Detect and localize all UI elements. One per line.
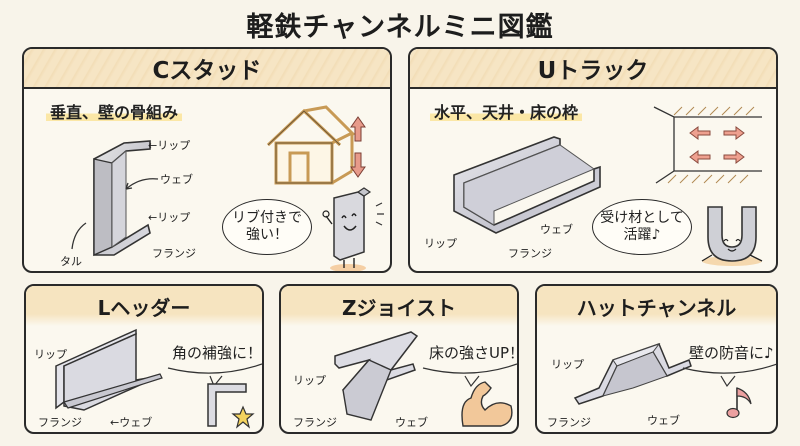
card-z-joist: Zジョイスト リップ フランジ ウェブ 床の強さUP！ xyxy=(279,284,519,434)
speech-bubble: 受け材として 活躍♪ xyxy=(592,199,692,255)
c-stud-mascot-icon xyxy=(322,187,384,271)
l-header-diagram-icon xyxy=(55,328,163,411)
label-lip: リップ xyxy=(34,348,67,361)
speech-bubble: リブ付きで 強い！ xyxy=(222,199,312,255)
label-lip-top: ←リップ xyxy=(148,139,191,152)
card-title: Uトラック xyxy=(537,58,649,84)
card-subtitle: 水平、天井・床の枠 xyxy=(430,99,583,123)
card-header: Zジョイスト xyxy=(281,286,517,326)
flexed-arm-icon xyxy=(461,381,513,427)
page-title: 軽鉄チャンネルミニ図鑑 xyxy=(246,12,554,43)
label-flange: フランジ xyxy=(293,416,337,429)
card-title: Cスタッド xyxy=(152,58,262,84)
card-hat-channel: ハットチャンネル リップ フランジ ウェブ 壁の防音に♪ xyxy=(535,284,778,434)
card-header: ハットチャンネル xyxy=(537,286,776,326)
u-track-diagram-icon xyxy=(453,136,601,234)
label-web: ウェブ xyxy=(540,223,573,236)
label-web: ウェブ xyxy=(160,173,193,186)
card-title: Lヘッダー xyxy=(97,295,191,320)
speech-text: 壁の防音に♪ xyxy=(689,344,774,362)
label-web: ←ウェブ xyxy=(110,416,153,429)
arrow-icon xyxy=(71,222,87,250)
label-web: ウェブ xyxy=(395,416,428,429)
card-header: Cスタッド xyxy=(24,49,390,89)
label-flange: フランジ xyxy=(547,416,591,429)
c-stud-diagram-icon xyxy=(93,140,151,257)
bubble-text-line1: リブ付きで xyxy=(232,209,302,226)
speech-text: 床の強さUP！ xyxy=(429,344,519,362)
label-lip-bottom: ←リップ xyxy=(148,211,191,224)
hat-channel-diagram-icon xyxy=(573,342,692,405)
card-subtitle: 垂直、壁の骨組み xyxy=(46,99,183,123)
speech-tail-icon xyxy=(422,363,517,388)
label-flange: フランジ xyxy=(508,247,552,260)
card-title: Zジョイスト xyxy=(342,295,456,320)
label-tal: タル xyxy=(60,255,82,268)
card-header: Uトラック xyxy=(410,49,776,89)
card-l-header: Lヘッダー リップ フランジ ←ウェブ 角の補強に！ xyxy=(24,284,264,434)
bubble-text-line2: 強い！ xyxy=(246,227,288,243)
label-lip: リップ xyxy=(551,358,584,371)
vertical-arrows-icon xyxy=(350,116,366,178)
label-lip: リップ xyxy=(424,237,457,250)
bubble-text-line2: 活躍♪ xyxy=(623,227,661,243)
card-u-track: Uトラック 水平、天井・床の枠 リップ フランジ ウェブ 受け材として 活躍♪ xyxy=(408,47,778,273)
label-lip: リップ xyxy=(293,374,326,387)
label-flange: フランジ xyxy=(38,416,82,429)
speech-tail-icon xyxy=(682,363,776,388)
corner-bracket-icon xyxy=(207,383,247,427)
arrow-icon xyxy=(125,178,159,190)
house-frame-icon xyxy=(266,105,356,185)
card-header: Lヘッダー xyxy=(26,286,262,326)
card-c-stud: Cスタッド 垂直、壁の骨組み ←リップ ウェブ ←リップ フランジ タル xyxy=(22,47,392,273)
u-track-mascot-icon xyxy=(701,206,763,266)
bubble-text-line1: 受け材として xyxy=(600,209,684,226)
label-flange: フランジ xyxy=(152,247,196,260)
card-title: ハットチャンネル xyxy=(576,295,737,320)
z-joist-diagram-icon xyxy=(334,331,419,421)
speech-text: 角の補強に！ xyxy=(172,344,263,362)
star-icon xyxy=(231,405,255,429)
music-note-icon xyxy=(726,387,752,419)
label-web: ウェブ xyxy=(647,414,680,427)
ceiling-floor-arrows-icon xyxy=(653,106,762,184)
